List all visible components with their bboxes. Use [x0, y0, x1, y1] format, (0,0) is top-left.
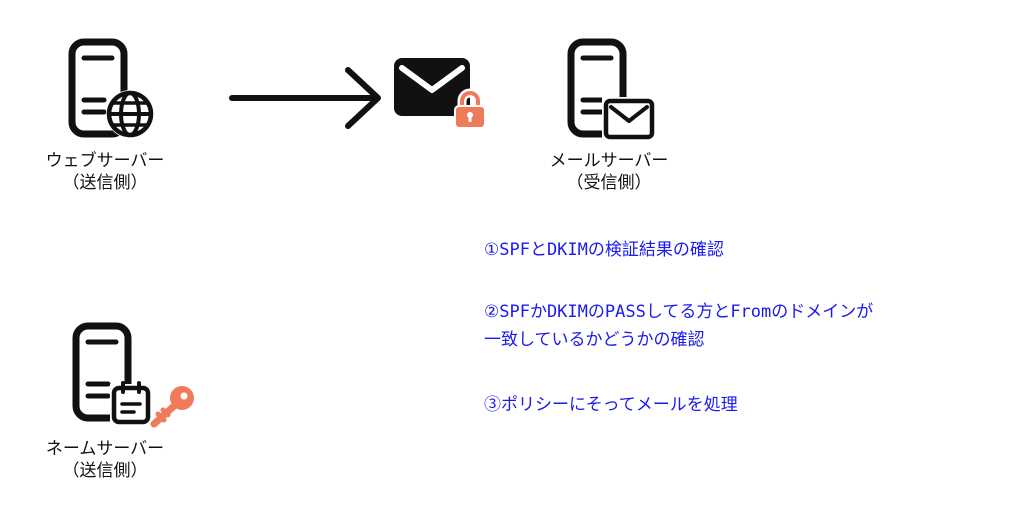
step-1: ①SPFとDKIMの検証結果の確認 [484, 240, 724, 260]
flow-arrow [229, 67, 381, 129]
server-icon [68, 38, 128, 138]
server-icon [567, 38, 627, 138]
node-role: （送信側） [62, 173, 148, 193]
step-2-line-2: 一致しているかどうかの確認 [484, 330, 705, 350]
mail-server-label: メールサーバー （受信側） [534, 150, 684, 194]
name-server-label: ネームサーバー （送信側） [30, 438, 180, 482]
lock-icon [454, 88, 486, 129]
globe-icon [106, 90, 154, 138]
envelope-icon [602, 97, 656, 141]
server-icon [72, 322, 132, 422]
step-2: ②SPFかDKIMのPASSしてる方とFromのドメインが 一致しているかどうか… [484, 298, 873, 354]
node-name: ネームサーバー [45, 439, 165, 459]
clipboard-icon [110, 381, 152, 426]
key-icon [150, 386, 194, 428]
node-role: （送信側） [62, 461, 148, 481]
step-3: ③ポリシーにそってメールを処理 [484, 395, 738, 415]
node-name: メールサーバー [549, 151, 669, 171]
step-2-line-1: ②SPFかDKIMのPASSしてる方とFromのドメインが [484, 302, 874, 322]
node-role: （受信側） [566, 173, 652, 193]
node-name: ウェブサーバー [45, 151, 165, 171]
web-server-label: ウェブサーバー （送信側） [30, 150, 180, 194]
envelope-icon [394, 58, 470, 116]
